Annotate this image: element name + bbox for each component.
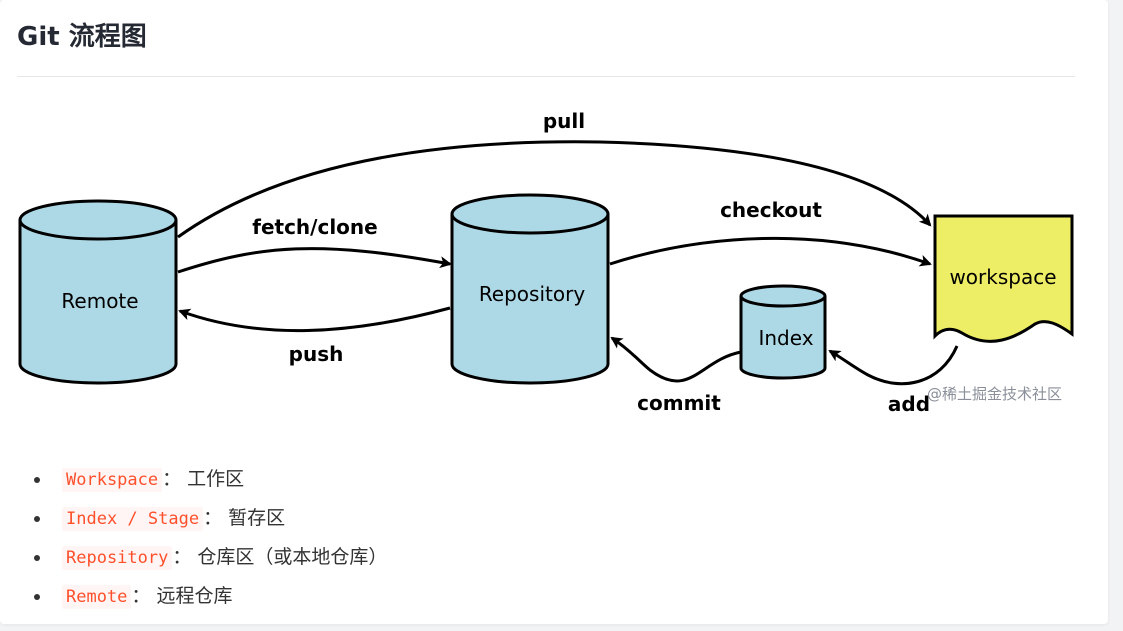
term-desc: ： 暂存区 bbox=[203, 507, 286, 529]
fetch-clone-arrow bbox=[177, 247, 452, 274]
checkout-arrow bbox=[609, 236, 932, 267]
commit-label: commit bbox=[637, 391, 721, 415]
list-item: Index / Stage： 暂存区 bbox=[30, 499, 387, 538]
push-label: push bbox=[289, 342, 344, 366]
list-item: Remote： 远程仓库 bbox=[30, 577, 387, 616]
push-arrow bbox=[178, 306, 451, 333]
page-title: Git 流程图 bbox=[17, 22, 147, 52]
git-flow-diagram: Remote Repository Index workspace pull f… bbox=[18, 109, 1074, 416]
commit-arrow bbox=[610, 336, 742, 383]
repository-node: Repository bbox=[450, 193, 610, 385]
term-code: Repository bbox=[62, 546, 173, 570]
remote-label: Remote bbox=[61, 289, 138, 313]
add-arrow bbox=[828, 345, 959, 386]
fetch-clone-label: fetch/clone bbox=[252, 215, 377, 239]
pull-arrow bbox=[177, 140, 932, 239]
bullet bbox=[34, 594, 40, 600]
term-code: Remote bbox=[62, 585, 132, 609]
watermark: @稀土掘金技术社区 bbox=[927, 385, 1062, 403]
bullet bbox=[34, 516, 40, 522]
bullet bbox=[34, 477, 40, 483]
repository-label: Repository bbox=[479, 282, 586, 306]
index-label: Index bbox=[758, 326, 813, 350]
term-desc: ： 工作区 bbox=[162, 468, 245, 490]
bullet bbox=[34, 555, 40, 561]
pull-label: pull bbox=[543, 109, 585, 133]
term-desc: ： 远程仓库 bbox=[131, 585, 233, 607]
workspace-node: workspace bbox=[933, 214, 1074, 343]
workspace-label: workspace bbox=[949, 265, 1056, 289]
term-list: Workspace： 工作区 Index / Stage： 暂存区 Reposi… bbox=[30, 460, 387, 616]
remote-node: Remote bbox=[18, 199, 178, 385]
list-item: Repository： 仓库区（或本地仓库） bbox=[30, 538, 387, 577]
title-divider bbox=[17, 76, 1075, 77]
term-code: Index / Stage bbox=[62, 507, 204, 531]
term-desc: ： 仓库区（或本地仓库） bbox=[172, 546, 388, 568]
add-label: add bbox=[888, 392, 930, 416]
term-code: Workspace bbox=[62, 468, 163, 492]
checkout-label: checkout bbox=[720, 198, 822, 222]
index-node: Index bbox=[739, 284, 827, 380]
article-card: Git 流程图 Remote Repository Index bbox=[0, 0, 1108, 624]
list-item: Workspace： 工作区 bbox=[30, 460, 387, 499]
